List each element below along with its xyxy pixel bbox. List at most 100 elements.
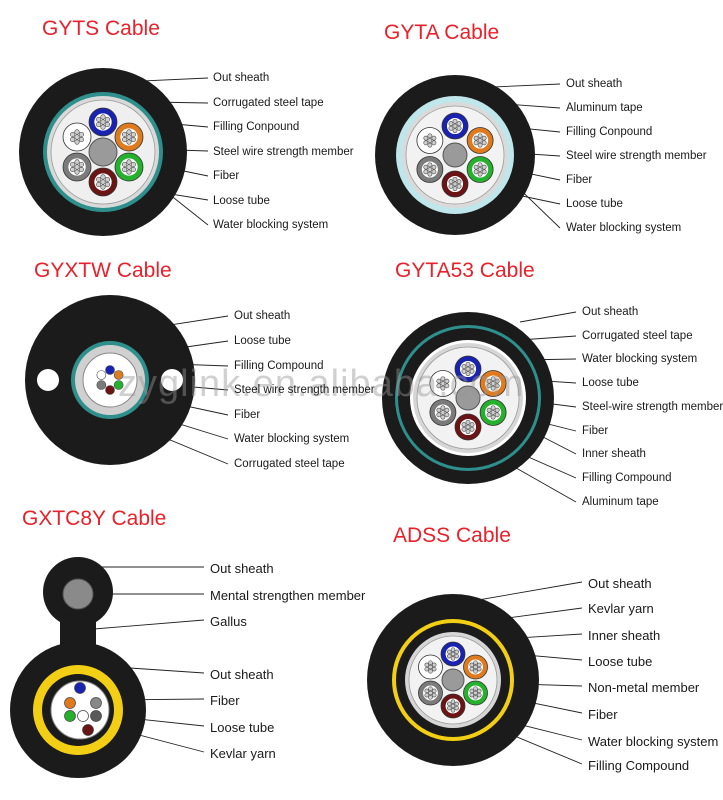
fiber: [477, 167, 483, 172]
adss-tube: [440, 693, 466, 719]
title-gxtc8y: GXTC8Y Cable: [22, 507, 167, 530]
fiber: [456, 121, 462, 127]
fiber: [469, 368, 475, 374]
gyts-label-strength: Steel wire strength member: [213, 146, 354, 158]
fiber: [477, 138, 483, 143]
fiber: [444, 383, 450, 389]
fiber: [473, 690, 478, 696]
fiber: [490, 381, 496, 386]
fiber: [130, 166, 136, 173]
fiber: [423, 135, 429, 141]
fiber: [431, 169, 437, 175]
fiber: [122, 131, 128, 138]
fiber: [469, 364, 475, 370]
fiber: [486, 412, 492, 418]
gyts-label-steel-tape: Corrugated steel tape: [213, 97, 324, 109]
fiber: [432, 688, 437, 694]
fiber: [423, 169, 429, 175]
gyta53-tube: [429, 370, 457, 397]
gyta53-tube: [454, 355, 482, 383]
fiber: [447, 649, 452, 655]
gyta-tube: [466, 156, 494, 183]
gxtc8y-fiber: [64, 697, 76, 709]
fiber: [104, 176, 110, 183]
title-gyxtw: GYXTW Cable: [34, 259, 172, 282]
gyts-label-fiber: Fiber: [213, 170, 240, 182]
gyta-tube: [416, 156, 444, 183]
fiber: [436, 378, 442, 384]
fiber: [452, 123, 458, 129]
fiber: [444, 407, 450, 413]
fiber: [440, 414, 446, 420]
fiber: [122, 136, 128, 143]
gyta53-tube: [429, 399, 457, 426]
fiber: [74, 164, 80, 170]
fiber: [428, 664, 433, 670]
fiber: [104, 116, 110, 123]
fiber: [100, 184, 106, 190]
gyta53-label-fiber: Fiber: [582, 425, 609, 437]
gyta53-label-inner-sheath: Inner sheath: [582, 448, 646, 460]
gyta-tube: [441, 170, 469, 198]
fiber: [450, 651, 456, 657]
fiber: [444, 412, 450, 418]
gyxtw-left-wire-hole: [37, 369, 59, 391]
gyts-tube: [114, 152, 144, 182]
fiber: [469, 692, 474, 698]
gxtc8y-loose-tube: [50, 680, 110, 740]
fiber: [473, 164, 479, 170]
adss-kevlar: [392, 619, 514, 741]
fiber: [448, 179, 454, 185]
gyxtw-fiber: [105, 385, 115, 395]
fiber: [78, 161, 84, 168]
fiber: [481, 140, 487, 146]
fiber: [104, 181, 110, 188]
gxtc8y-label-out-sheath-top: Out sheath: [210, 561, 274, 576]
fiber: [490, 376, 496, 382]
fiber: [100, 114, 106, 120]
fiber: [452, 118, 458, 124]
adss-label-nonmetal-member: Non-metal member: [588, 680, 700, 695]
fiber: [436, 407, 442, 413]
gyta-tube: [466, 127, 494, 154]
fiber: [477, 666, 482, 672]
gyta53-label-aluminum-tape: Aluminum tape: [582, 496, 659, 508]
fiber: [465, 424, 471, 430]
fiber: [423, 164, 429, 170]
fiber: [444, 378, 450, 384]
fiber: [96, 116, 102, 123]
fiber: [456, 183, 462, 189]
fiber: [74, 134, 80, 140]
fiber: [461, 422, 467, 428]
gyta53-label-out-sheath: Out sheath: [582, 306, 639, 318]
gyxtw-label-steel-tape: Corrugated steel tape: [234, 458, 345, 470]
fiber: [448, 125, 454, 131]
fiber: [450, 656, 456, 661]
fiber: [78, 131, 84, 138]
adss-label-fiber: Fiber: [588, 707, 618, 722]
gyxtw-label-filling: Filling Compound: [234, 360, 324, 372]
fiber: [424, 662, 429, 668]
gyxtw-label-strength: Steel wire strength member: [234, 384, 375, 396]
fiber: [440, 381, 446, 386]
fiber: [486, 407, 492, 413]
fiber: [74, 169, 80, 175]
fiber: [450, 703, 456, 709]
fiber: [486, 378, 492, 384]
gyta-label-strength: Steel wire strength member: [566, 150, 707, 162]
title-adss: ADSS Cable: [393, 524, 511, 547]
gyts-tube: [88, 167, 118, 197]
fiber: [465, 419, 471, 425]
gyta-tube: [416, 127, 444, 154]
gyta-label-out-sheath: Out sheath: [566, 78, 623, 90]
fiber: [477, 171, 483, 177]
fiber: [469, 422, 475, 428]
fiber: [461, 426, 467, 432]
fiber: [456, 179, 462, 185]
gyta53-label-water-blocking: Water blocking system: [582, 353, 698, 365]
fiber: [465, 366, 471, 372]
gxtc8y-fiber: [77, 710, 89, 722]
gyta53-label-steel-tape: Corrugated steel tape: [582, 330, 693, 342]
fiber: [473, 169, 479, 175]
fiber: [477, 688, 482, 694]
